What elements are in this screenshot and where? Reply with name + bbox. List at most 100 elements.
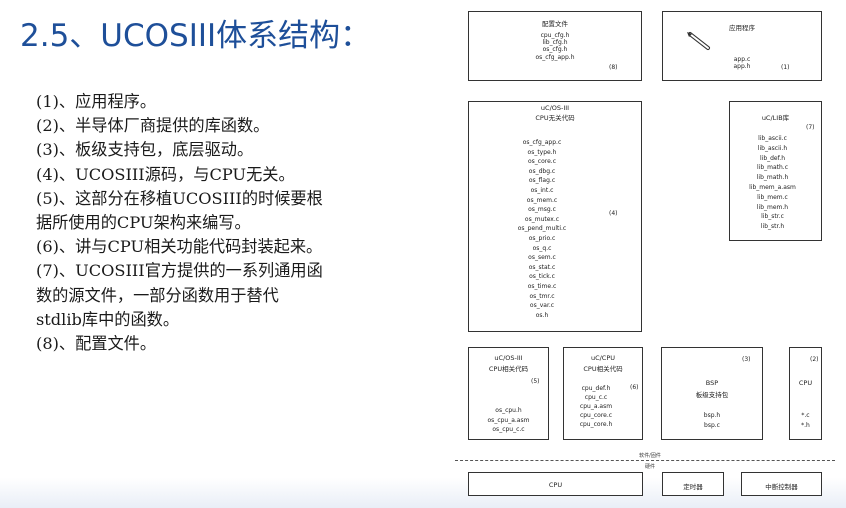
app-files: app.c app.h bbox=[663, 56, 821, 70]
file-name: lib_str.c bbox=[761, 213, 784, 221]
bsp-subtitle: 板级支持包 bbox=[695, 391, 729, 399]
file-name: cpu_def.h bbox=[581, 385, 611, 392]
file-name: lib_ascii.c bbox=[758, 135, 787, 142]
sw-label: 软件/固件 bbox=[639, 453, 661, 459]
config-title: 配置文件 bbox=[542, 20, 568, 28]
file-name: os_tmr.c bbox=[529, 292, 555, 300]
file-name: lib_cfg.h bbox=[542, 39, 568, 47]
port-title: uC/OS-III bbox=[494, 354, 523, 362]
file-name: lib_ascii.h bbox=[757, 144, 788, 152]
hw-timer-box: 定时器 bbox=[662, 472, 724, 496]
file-name: os_time.c bbox=[527, 282, 557, 290]
list-item: (1)、应用程序。 bbox=[36, 92, 157, 111]
cpu-port-files: cpu_def.h cpu_c.c cpu_a.asm cpu_core.c c… bbox=[564, 384, 628, 429]
file-name: *.h bbox=[801, 421, 810, 429]
file-name: os_q.c bbox=[532, 244, 552, 252]
pen-icon bbox=[687, 32, 710, 50]
file-name: lib_math.h bbox=[756, 174, 789, 182]
port-num: (5) bbox=[531, 378, 540, 385]
file-name: cpu_core.c bbox=[579, 412, 613, 419]
cpu-port-num: (6) bbox=[630, 384, 639, 391]
cpu-port-subtitle: CPU相关代码 bbox=[583, 365, 623, 373]
os-num: (4) bbox=[609, 210, 618, 217]
file-name: cpu_c.c bbox=[584, 394, 608, 401]
os-title: uC/OS-III bbox=[540, 104, 570, 112]
bsp-files: bsp.h bsp.c bbox=[662, 411, 762, 430]
file-name: os_cfg_app.h bbox=[535, 53, 575, 61]
vendor-num: (2) bbox=[810, 356, 819, 363]
file-name: *.c bbox=[801, 412, 810, 419]
hw-cpu-box: CPU bbox=[468, 472, 643, 496]
os-box: uC/OS-III CPU无关代码 os_cfg_app.c os_type.h… bbox=[468, 101, 642, 332]
hw-timer-label: 定时器 bbox=[683, 483, 703, 491]
file-name: cpu_a.asm bbox=[579, 403, 613, 410]
file-name: lib_mem_a.asm bbox=[749, 183, 796, 191]
list-item: (8)、配置文件。 bbox=[36, 334, 157, 354]
list-item: (5)、这部分在移植UCOSIII的时候要根 据所使用的CPU架构来编写。 bbox=[36, 188, 323, 233]
lib-num: (7) bbox=[806, 124, 815, 131]
file-name: cpu_cfg.h bbox=[540, 32, 570, 39]
file-name: os_int.c bbox=[530, 186, 554, 194]
file-name: os_core.c bbox=[528, 158, 556, 166]
file-name: os_cpu_a.asm bbox=[487, 416, 530, 424]
file-name: lib_str.h bbox=[760, 223, 785, 231]
list-item: (2)、半导体厂商提供的库函数。 bbox=[36, 116, 270, 136]
list-item: (3)、板级支持包，底层驱动。 bbox=[36, 140, 254, 160]
bsp-box: (3) BSP 板级支持包 bsp.h bsp.c bbox=[661, 347, 763, 440]
file-name: lib_mem.c bbox=[757, 193, 788, 201]
hw-label: 硬件 bbox=[644, 464, 655, 470]
file-name: os.h bbox=[535, 311, 549, 319]
bsp-num: (3) bbox=[742, 356, 751, 363]
cpu-port-title: uC/CPU bbox=[590, 354, 616, 362]
file-name: os_tick.c bbox=[529, 273, 555, 281]
config-box: 配置文件 cpu_cfg.h lib_cfg.h os_cfg.h os_cfg… bbox=[468, 11, 642, 81]
file-name: lib_def.h bbox=[759, 154, 786, 162]
file-name: os_dbg.c bbox=[528, 167, 556, 175]
app-title: 应用程序 bbox=[729, 24, 755, 32]
lib-title: uC/LIB库 bbox=[761, 114, 790, 122]
file-name: lib_math.c bbox=[756, 164, 789, 172]
vendor-box: (2) CPU *.c *.h bbox=[789, 347, 822, 440]
port-subtitle: CPU相关代码 bbox=[488, 365, 529, 373]
file-name: os_cpu_c.c bbox=[492, 426, 525, 433]
file-name: os_mem.c bbox=[526, 196, 558, 204]
file-name: bsp.c bbox=[704, 421, 720, 429]
file-name: os_prio.c bbox=[528, 234, 556, 242]
file-name: lib_mem.h bbox=[756, 203, 789, 211]
cpu-port-box: uC/CPU CPU相关代码 (6) cpu_def.h cpu_c.c cpu… bbox=[563, 347, 643, 440]
config-num: (8) bbox=[609, 64, 618, 71]
port-box: uC/OS-III CPU相关代码 (5) os_cpu.h os_cpu_a.… bbox=[468, 347, 549, 440]
list-item: (6)、讲与CPU相关功能代码封装起来。 bbox=[36, 237, 323, 257]
list-item: (4)、UCOSIII源码，与CPU无关。 bbox=[36, 164, 295, 184]
port-files: os_cpu.h os_cpu_a.asm os_cpu_c.c bbox=[469, 406, 548, 435]
file-name: os_stat.c bbox=[528, 263, 556, 271]
sw-hw-separator bbox=[455, 460, 835, 461]
config-files: cpu_cfg.h lib_cfg.h os_cfg.h os_cfg_app.… bbox=[469, 32, 641, 61]
file-name: os_mutex.c bbox=[524, 215, 560, 223]
file-name: cpu_core.h bbox=[579, 421, 613, 428]
file-name: app.h bbox=[733, 63, 751, 71]
file-name: os_pend_multi.c bbox=[517, 225, 567, 233]
hw-interrupt-label: 中断控制器 bbox=[765, 483, 798, 491]
description-list: (1)、应用程序。 (2)、半导体厂商提供的库函数。 (3)、板级支持包，底层驱… bbox=[36, 90, 456, 356]
file-name: os_cfg_app.c bbox=[522, 139, 562, 146]
file-name: bsp.h bbox=[703, 412, 721, 419]
vendor-files: *.c *.h bbox=[790, 411, 821, 430]
slide-title: 2.5、UCOSIII体系结构： bbox=[20, 18, 372, 54]
bsp-title: BSP bbox=[705, 379, 719, 387]
vendor-title: CPU bbox=[798, 379, 813, 387]
file-name: os_msg.c bbox=[528, 206, 556, 214]
os-files: os_cfg_app.c os_type.h os_core.c os_dbg.… bbox=[463, 138, 621, 320]
file-name: os_type.h bbox=[527, 148, 557, 156]
lib-box: uC/LIB库 (7) lib_ascii.c lib_ascii.h lib_… bbox=[729, 101, 822, 241]
file-name: os_var.c bbox=[529, 302, 555, 310]
os-subtitle: CPU无关代码 bbox=[535, 114, 575, 122]
list-item: (7)、UCOSIII官方提供的一系列通用函 数的源文件，一部分函数用于替代 s… bbox=[36, 261, 323, 329]
app-box: 应用程序 app.c app.h (1) bbox=[662, 11, 822, 81]
hw-cpu-label: CPU bbox=[548, 481, 563, 489]
app-num: (1) bbox=[781, 64, 790, 71]
file-name: os_flag.c bbox=[528, 177, 556, 185]
hw-interrupt-box: 中断控制器 bbox=[741, 472, 822, 496]
